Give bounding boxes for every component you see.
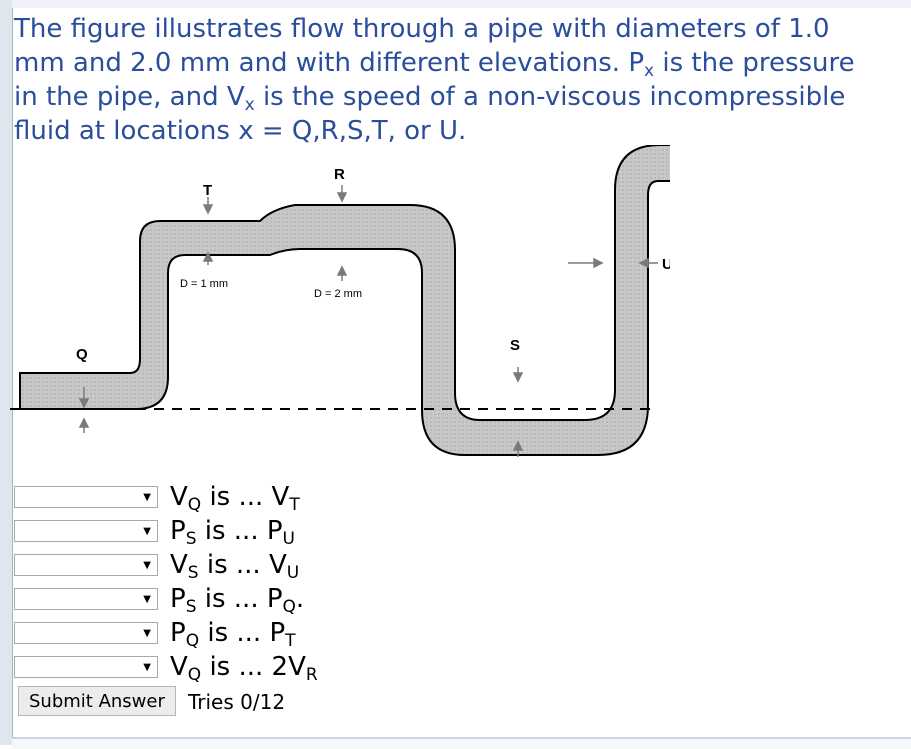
answer-select[interactable]: ▼ — [14, 486, 158, 508]
answer-select[interactable]: ▼ — [14, 622, 158, 644]
answer-select[interactable]: ▼ — [14, 656, 158, 678]
dropdown-arrow-icon: ▼ — [143, 560, 151, 571]
statement: PQ is ... PT — [170, 618, 296, 651]
label-U: U — [662, 256, 670, 273]
question-line-3: in the pipe, and Vx is the speed of a no… — [14, 82, 846, 115]
label-d-large: D = 2 mm — [314, 288, 362, 300]
statement: PS is ... PU — [170, 516, 295, 549]
statement: VQ is ... 2VR — [170, 652, 318, 685]
statement: VQ is ... VT — [170, 482, 300, 515]
answer-row: ▼ PS is ... PQ. — [14, 582, 318, 616]
answer-row: ▼ VS is ... VU — [14, 548, 318, 582]
label-T: T — [203, 182, 212, 199]
answer-row: ▼ PS is ... PU — [14, 514, 318, 548]
statement: VS is ... VU — [170, 550, 300, 583]
next-section-edge — [12, 737, 911, 749]
pipe — [19, 145, 670, 456]
question-line-1: The figure illustrates flow through a pi… — [14, 14, 830, 44]
dropdown-arrow-icon: ▼ — [143, 594, 151, 605]
question-line-4: fluid at locations x = Q,R,S,T, or U. — [14, 116, 467, 146]
pipe-flow-figure: T R Q S U D = 1 mm D = 2 mm — [10, 145, 670, 457]
answer-select[interactable]: ▼ — [14, 588, 158, 610]
label-Q: Q — [76, 346, 88, 363]
label-R: R — [334, 166, 345, 183]
label-S: S — [510, 337, 520, 354]
answer-select[interactable]: ▼ — [14, 520, 158, 542]
dropdown-arrow-icon: ▼ — [143, 628, 151, 639]
answer-row: ▼ PQ is ... PT — [14, 616, 318, 650]
left-window-edge — [0, 0, 13, 745]
statement: PS is ... PQ. — [170, 584, 305, 617]
tries-counter: Tries 0/12 — [188, 690, 286, 714]
submit-answer-button[interactable]: Submit Answer — [18, 686, 176, 716]
question-line-2: mm and 2.0 mm and with different elevati… — [14, 48, 855, 81]
dropdown-arrow-icon: ▼ — [143, 526, 151, 537]
question-text: The figure illustrates flow through a pi… — [14, 12, 906, 148]
answer-row: ▼ VQ is ... 2VR — [14, 650, 318, 684]
toolbar-remnant — [12, 0, 911, 8]
answer-select[interactable]: ▼ — [14, 554, 158, 576]
label-d-small: D = 1 mm — [180, 278, 228, 290]
dropdown-arrow-icon: ▼ — [143, 662, 151, 673]
dropdown-arrow-icon: ▼ — [143, 492, 151, 503]
answer-row: ▼ VQ is ... VT — [14, 480, 318, 514]
arrows — [78, 185, 658, 457]
answer-rows: ▼ VQ is ... VT ▼ PS is ... PU ▼ VS is ..… — [14, 480, 318, 684]
